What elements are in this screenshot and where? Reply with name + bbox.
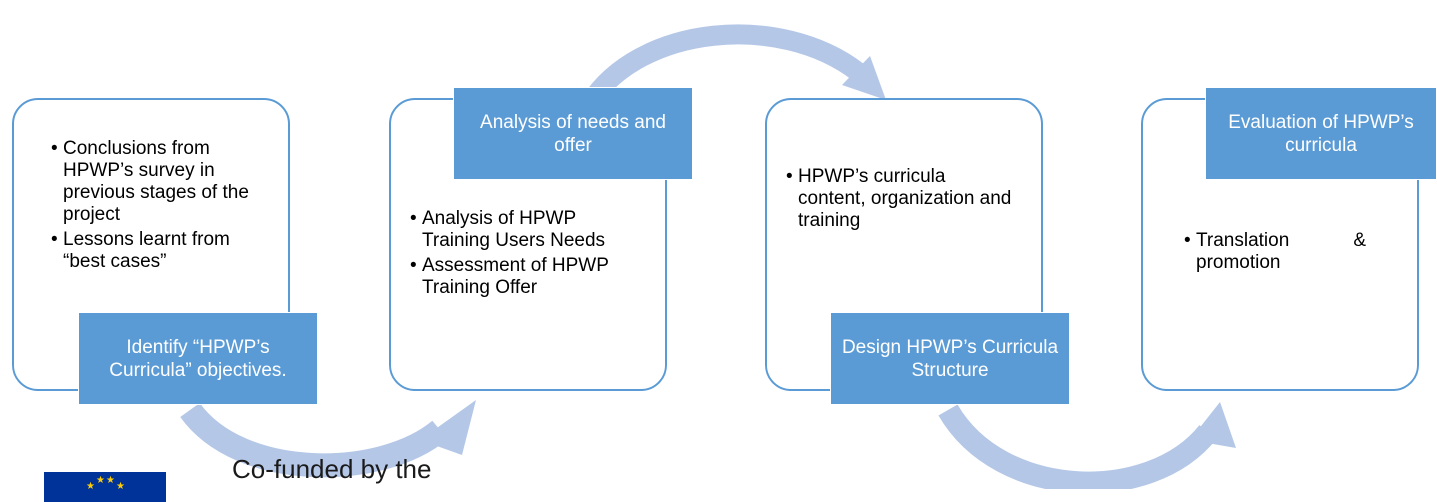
stage-2-bullet: Assessment of HPWP Training Offer xyxy=(410,255,641,299)
stage-2-bullets: Analysis of HPWP Training Users Needs As… xyxy=(410,208,641,302)
stage-3-bullet: HPWP’s curricula content, organization a… xyxy=(786,166,1017,232)
stage-4-bullet-word: promotion xyxy=(1196,252,1281,273)
process-arrows xyxy=(180,24,1236,489)
stage-2-bullet: Analysis of HPWP Training Users Needs xyxy=(410,208,641,252)
star-icon: ★ xyxy=(86,481,95,492)
stage-1-bullets: Conclusions from HPWP’s survey in previo… xyxy=(51,138,277,276)
curved-arrow-icon xyxy=(938,402,1236,489)
stage-1-bullet: Conclusions from HPWP’s survey in previo… xyxy=(51,138,277,226)
stage-label-1: Identify “HPWP’s Curricula” objectives. xyxy=(78,312,318,405)
eu-flag-icon: ★ ★ ★ ★ xyxy=(44,472,166,502)
stage-4-bullet: Translation & promotion xyxy=(1184,230,1405,274)
stage-4-bullet-row: Translation & xyxy=(1196,230,1366,252)
curved-arrow-icon xyxy=(581,24,886,109)
stage-4-bullet-word: Translation xyxy=(1196,230,1290,251)
stage-4-bullet-ampersand: & xyxy=(1353,230,1366,251)
star-icon: ★ xyxy=(106,475,115,486)
star-icon: ★ xyxy=(116,481,125,492)
stage-label-2: Analysis of needs and offer xyxy=(453,87,693,180)
cofunded-text: Co-funded by the xyxy=(232,454,432,484)
stage-4-bullets: Translation & promotion xyxy=(1184,230,1405,277)
curved-arrow-icon xyxy=(180,400,476,478)
stage-label-3: Design HPWP’s Curricula Structure xyxy=(830,312,1070,405)
stage-1-bullet: Lessons learnt from “best cases” xyxy=(51,229,277,273)
star-icon: ★ xyxy=(96,475,105,486)
stage-label-4: Evaluation of HPWP’s curricula xyxy=(1205,87,1437,180)
stage-3-bullets: HPWP’s curricula content, organization a… xyxy=(786,166,1017,235)
